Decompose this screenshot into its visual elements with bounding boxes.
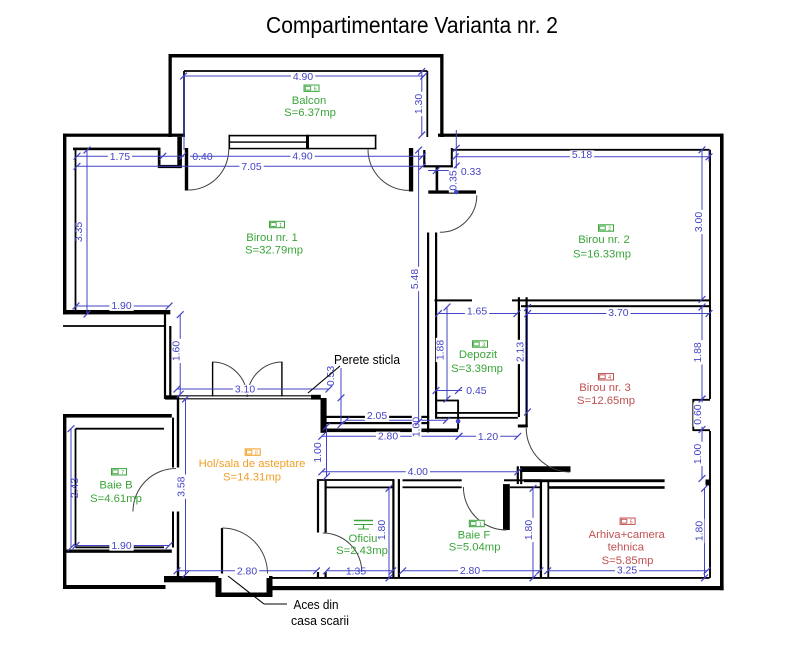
svg-text:7.05: 7.05 — [241, 162, 261, 173]
svg-text:1.35: 1.35 — [346, 566, 366, 577]
svg-text:1.60: 1.60 — [172, 341, 183, 361]
svg-text:7: 7 — [121, 470, 124, 476]
svg-text:S=5.04mp: S=5.04mp — [449, 542, 501, 554]
svg-text:Compartimentare Varianta nr. 2: Compartimentare Varianta nr. 2 — [266, 12, 558, 38]
svg-text:0.53: 0.53 — [326, 366, 337, 386]
svg-text:Balcon: Balcon — [292, 95, 327, 107]
svg-text:5.18: 5.18 — [572, 150, 592, 161]
svg-text:1.80: 1.80 — [695, 521, 706, 541]
svg-text:S=2.43mp: S=2.43mp — [336, 545, 388, 557]
svg-text:1.80: 1.80 — [524, 520, 535, 540]
svg-text:Perete sticla: Perete sticla — [334, 352, 401, 367]
svg-text:2.80: 2.80 — [378, 431, 398, 442]
svg-text:3.25: 3.25 — [617, 565, 637, 576]
svg-text:Baie F: Baie F — [458, 530, 491, 542]
svg-text:3.58: 3.58 — [177, 476, 188, 496]
svg-text:0.33: 0.33 — [461, 167, 481, 178]
svg-text:Arhiva+camera: Arhiva+camera — [589, 529, 666, 541]
svg-text:Birou nr. 1: Birou nr. 1 — [246, 232, 298, 244]
svg-text:2.80: 2.80 — [460, 566, 480, 577]
svg-text:0.40: 0.40 — [192, 152, 212, 163]
svg-text:1.75: 1.75 — [110, 152, 130, 163]
svg-text:8: 8 — [255, 451, 258, 457]
svg-text:0.60: 0.60 — [693, 404, 704, 424]
svg-text:S=16.33mp: S=16.33mp — [573, 249, 631, 261]
svg-text:4.90: 4.90 — [293, 72, 313, 83]
svg-text:1.90: 1.90 — [111, 541, 131, 552]
svg-text:1: 1 — [479, 522, 482, 528]
svg-text:0.35: 0.35 — [449, 170, 460, 190]
svg-text:Birou nr. 2: Birou nr. 2 — [578, 234, 630, 246]
svg-text:4: 4 — [608, 375, 611, 381]
svg-text:3: 3 — [482, 342, 485, 348]
svg-text:1: 1 — [279, 223, 282, 229]
svg-text:S=3.39mp: S=3.39mp — [451, 363, 503, 375]
svg-text:2.80: 2.80 — [237, 566, 257, 577]
svg-text:1.20: 1.20 — [478, 432, 498, 443]
svg-text:2: 2 — [608, 226, 611, 232]
svg-text:Baie B: Baie B — [99, 480, 132, 492]
svg-text:1.30: 1.30 — [414, 94, 425, 114]
svg-text:S=5.85mp: S=5.85mp — [602, 555, 654, 567]
svg-text:Aces din: Aces din — [294, 597, 339, 612]
svg-text:Hol/sala de asteptare: Hol/sala de asteptare — [199, 458, 306, 470]
svg-text:3.00: 3.00 — [694, 212, 705, 232]
svg-text:1.00: 1.00 — [412, 417, 423, 437]
svg-text:5: 5 — [630, 520, 633, 526]
svg-text:S=14.31mp: S=14.31mp — [223, 472, 281, 484]
svg-text:3.35: 3.35 — [74, 222, 85, 242]
svg-text:tehnica: tehnica — [608, 542, 645, 554]
svg-text:1.90: 1.90 — [111, 301, 131, 312]
svg-text:5.48: 5.48 — [410, 269, 421, 289]
svg-text:1.88: 1.88 — [436, 340, 447, 360]
svg-text:1.80: 1.80 — [377, 520, 388, 540]
svg-text:4.90: 4.90 — [292, 152, 312, 163]
svg-text:1.65: 1.65 — [467, 307, 487, 318]
svg-text:2.43: 2.43 — [70, 478, 81, 498]
svg-text:3.10: 3.10 — [235, 385, 255, 396]
svg-text:Depozit: Depozit — [459, 349, 498, 361]
svg-text:0.45: 0.45 — [466, 386, 486, 397]
svg-text:6: 6 — [314, 87, 317, 93]
svg-text:1.00: 1.00 — [693, 444, 704, 464]
svg-text:S=4.61mp: S=4.61mp — [90, 493, 142, 505]
svg-text:Oficiu: Oficiu — [349, 533, 378, 545]
svg-text:2.05: 2.05 — [367, 411, 387, 422]
svg-text:S=6.37mp: S=6.37mp — [284, 107, 336, 119]
svg-text:1.00: 1.00 — [313, 442, 324, 462]
svg-text:casa scarii: casa scarii — [291, 613, 349, 628]
svg-text:4.00: 4.00 — [408, 467, 428, 478]
svg-text:3.70: 3.70 — [608, 308, 628, 319]
svg-text:Birou nr. 3: Birou nr. 3 — [579, 382, 631, 394]
svg-text:S=12.65mp: S=12.65mp — [577, 395, 635, 407]
svg-text:S=32.79mp: S=32.79mp — [245, 245, 303, 257]
svg-text:1.88: 1.88 — [693, 342, 704, 362]
svg-text:2.13: 2.13 — [515, 342, 526, 362]
